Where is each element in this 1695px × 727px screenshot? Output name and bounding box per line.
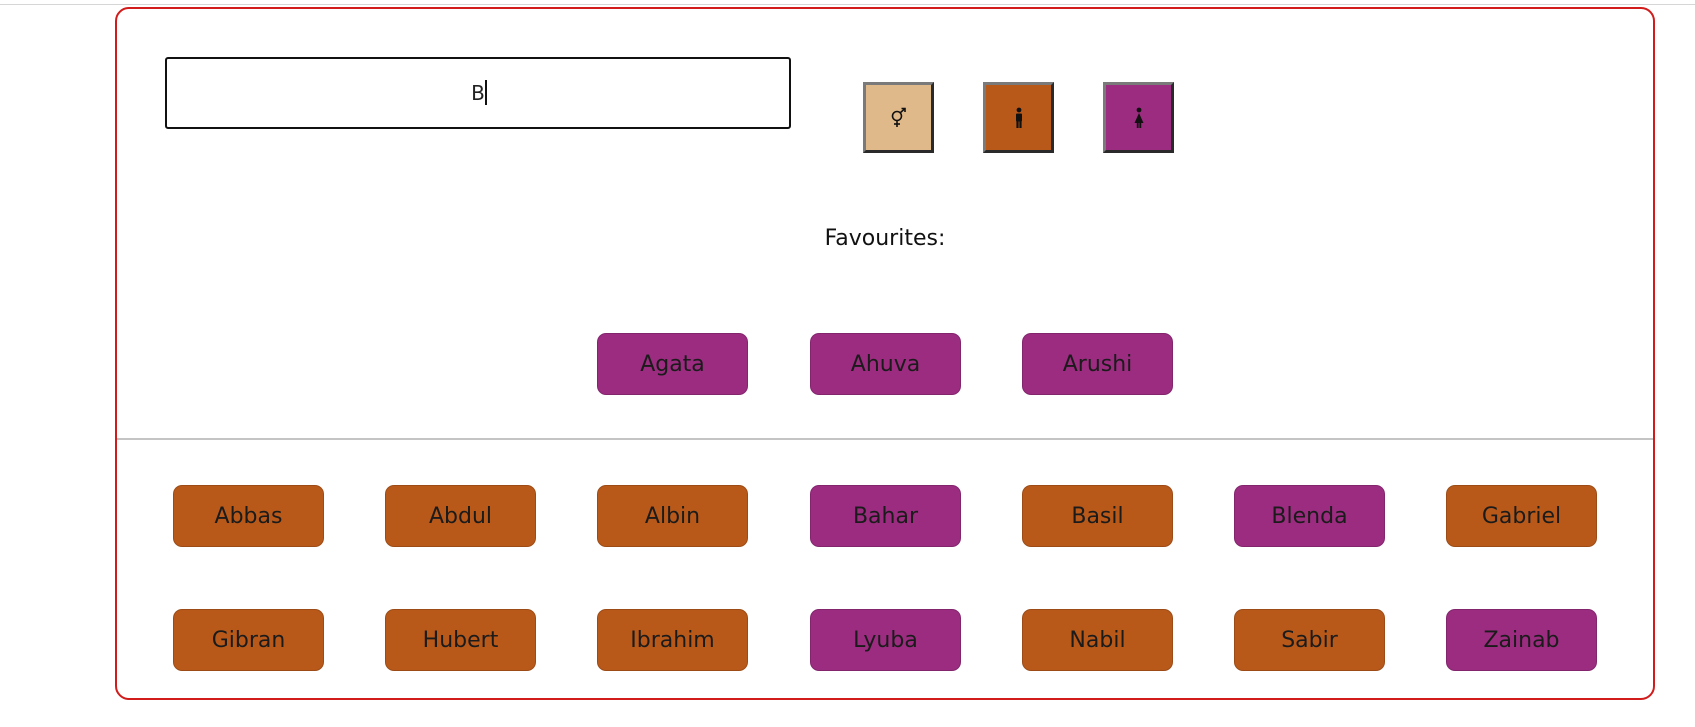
name-button[interactable]: Abdul [385, 485, 536, 547]
male-icon [1012, 107, 1026, 129]
gender-both-icon [888, 107, 910, 129]
name-button[interactable]: Zainab [1446, 609, 1597, 671]
name-button[interactable]: Sabir [1234, 609, 1385, 671]
search-input[interactable] [165, 57, 791, 129]
top-separator [0, 4, 1695, 5]
name-button[interactable]: Nabil [1022, 609, 1173, 671]
favourite-name-button[interactable]: Ahuva [810, 333, 961, 395]
filter-male-button[interactable] [983, 82, 1054, 153]
filter-female-button[interactable] [1103, 82, 1174, 153]
name-button[interactable]: Gabriel [1446, 485, 1597, 547]
favourite-name-button[interactable]: Agata [597, 333, 748, 395]
text-caret [485, 80, 487, 105]
name-button[interactable]: Lyuba [810, 609, 961, 671]
names-panel [115, 7, 1655, 700]
favourite-name-button[interactable]: Arushi [1022, 333, 1173, 395]
female-icon [1132, 107, 1146, 129]
filter-both-button[interactable] [863, 82, 934, 153]
name-button[interactable]: Albin [597, 485, 748, 547]
name-button[interactable]: Bahar [810, 485, 961, 547]
name-button[interactable]: Blenda [1234, 485, 1385, 547]
name-button[interactable]: Gibran [173, 609, 324, 671]
favourites-label: Favourites: [824, 226, 946, 251]
name-button[interactable]: Hubert [385, 609, 536, 671]
section-divider [117, 438, 1653, 440]
name-button[interactable]: Basil [1022, 485, 1173, 547]
name-button[interactable]: Abbas [173, 485, 324, 547]
name-button[interactable]: Ibrahim [597, 609, 748, 671]
